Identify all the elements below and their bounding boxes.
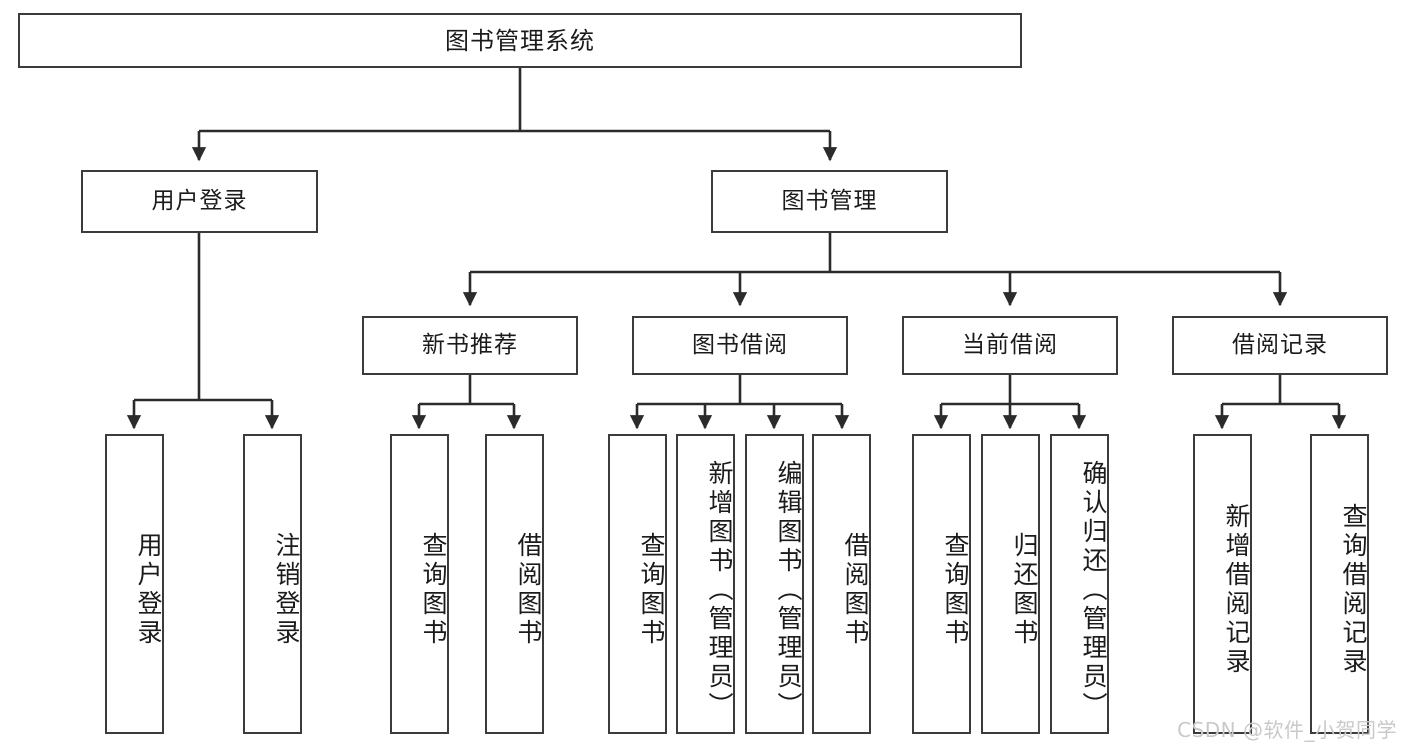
node-leaf-query-record-label: 查询借阅记录: [1339, 503, 1368, 677]
node-new-book-rec-label: 新书推荐: [422, 332, 518, 359]
node-leaf-edit-book-label: 编辑图书（管理员）: [774, 459, 803, 721]
node-leaf-user-login[interactable]: 用户登录: [105, 434, 164, 734]
node-leaf-add-record-label: 新增借阅记录: [1222, 503, 1251, 677]
node-leaf-add-book[interactable]: 新增图书（管理员）: [676, 434, 735, 734]
node-leaf-confirm-return-label: 确认归还（管理员）: [1079, 459, 1108, 721]
node-leaf-edit-book[interactable]: 编辑图书（管理员）: [745, 434, 804, 734]
node-leaf-query-book-3-label: 查询图书: [941, 532, 970, 648]
node-user-login-label: 用户登录: [151, 188, 248, 215]
node-leaf-query-book-3[interactable]: 查询图书: [912, 434, 971, 734]
node-book-manage[interactable]: 图书管理: [711, 170, 948, 233]
node-new-book-rec[interactable]: 新书推荐: [362, 316, 578, 375]
node-leaf-user-login-label: 用户登录: [134, 532, 163, 648]
node-user-login[interactable]: 用户登录: [81, 170, 318, 233]
node-leaf-query-record[interactable]: 查询借阅记录: [1310, 434, 1369, 734]
node-leaf-logout-login[interactable]: 注销登录: [243, 434, 302, 734]
node-root-system[interactable]: 图书管理系统: [18, 13, 1022, 68]
node-current-borrow[interactable]: 当前借阅: [902, 316, 1118, 375]
node-leaf-query-book-1-label: 查询图书: [419, 532, 448, 648]
node-leaf-borrow-book-2[interactable]: 借阅图书: [812, 434, 871, 734]
node-leaf-return-book-label: 归还图书: [1010, 532, 1039, 648]
node-leaf-confirm-return[interactable]: 确认归还（管理员）: [1050, 434, 1109, 734]
node-leaf-add-record[interactable]: 新增借阅记录: [1193, 434, 1252, 734]
node-leaf-query-book-2-label: 查询图书: [637, 532, 666, 648]
node-borrow-record-label: 借阅记录: [1232, 332, 1328, 359]
node-leaf-borrow-book-2-label: 借阅图书: [841, 532, 870, 648]
node-leaf-borrow-book-1-label: 借阅图书: [514, 532, 543, 648]
node-leaf-query-book-1[interactable]: 查询图书: [390, 434, 449, 734]
node-leaf-return-book[interactable]: 归还图书: [981, 434, 1040, 734]
node-leaf-logout-login-label: 注销登录: [272, 532, 301, 648]
node-borrow-record[interactable]: 借阅记录: [1172, 316, 1388, 375]
node-book-borrow-label: 图书借阅: [692, 332, 788, 359]
node-current-borrow-label: 当前借阅: [962, 332, 1058, 359]
node-leaf-borrow-book-1[interactable]: 借阅图书: [485, 434, 544, 734]
node-book-manage-label: 图书管理: [781, 188, 878, 215]
node-leaf-add-book-label: 新增图书（管理员）: [705, 459, 734, 721]
node-leaf-query-book-2[interactable]: 查询图书: [608, 434, 667, 734]
node-book-borrow[interactable]: 图书借阅: [632, 316, 848, 375]
csdn-watermark: CSDN @软件_小贺同学: [1177, 718, 1397, 742]
node-root-system-label: 图书管理系统: [445, 26, 595, 55]
